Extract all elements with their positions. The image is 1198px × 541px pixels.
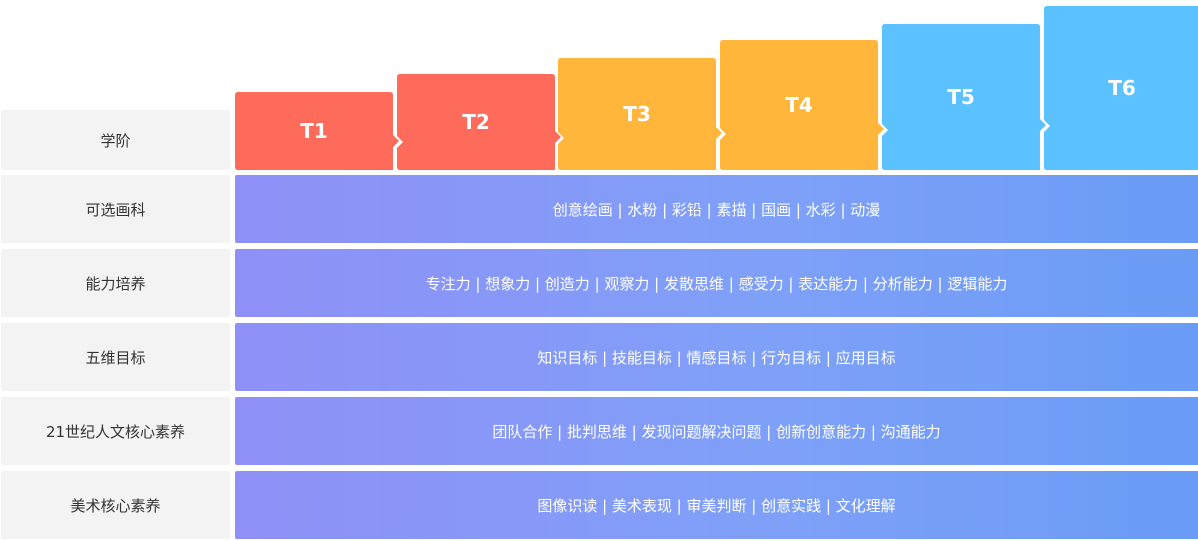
level-step-t6-shape	[1044, 6, 1198, 170]
row-content-art-literacy: 图像识读 | 美术表现 | 审美判断 | 创意实践 | 文化理解	[235, 471, 1198, 539]
level-header-label: 学阶	[1, 110, 230, 170]
level-step-t6-label: T6	[1108, 76, 1136, 100]
row-label-21st-century-literacy: 21世纪人文核心素养	[1, 397, 230, 465]
row-label-five-goals: 五维目标	[1, 323, 230, 391]
row-content-five-goals: 知识目标 | 技能目标 | 情感目标 | 行为目标 | 应用目标	[235, 323, 1198, 391]
level-step-t4-shape	[720, 40, 884, 170]
row-content-abilities: 专注力 | 想象力 | 创造力 | 观察力 | 发散思维 | 感受力 | 表达能…	[235, 249, 1198, 317]
row-label-art-literacy: 美术核心素养	[1, 471, 230, 539]
row-content-subjects: 创意绘画 | 水粉 | 彩铅 | 素描 | 国画 | 水彩 | 动漫	[235, 175, 1198, 243]
level-step-t5-label: T5	[947, 85, 975, 109]
level-step-t6: T6	[1044, 6, 1198, 170]
level-step-t5-shape	[882, 24, 1046, 170]
level-step-t4: T4	[720, 40, 884, 170]
level-step-t1-label: T1	[300, 119, 328, 143]
level-step-t3: T3	[558, 58, 722, 170]
level-step-t4-label: T4	[785, 93, 813, 117]
level-step-t1: T1	[235, 92, 399, 170]
row-label-subjects: 可选画科	[1, 175, 230, 243]
level-staircase: T1 T2 T3 T4 T5 T6	[235, 6, 1198, 170]
level-step-t3-label: T3	[623, 102, 651, 126]
level-step-t3-shape	[558, 58, 722, 170]
level-step-t2-label: T2	[462, 110, 490, 134]
level-step-t2: T2	[397, 74, 561, 170]
level-step-t5: T5	[882, 24, 1046, 170]
level-step-t1-shape	[235, 92, 399, 170]
row-label-abilities: 能力培养	[1, 249, 230, 317]
level-step-t2-shape	[397, 74, 561, 170]
row-content-21st-century-literacy: 团队合作 | 批判思维 | 发现问题解决问题 | 创新创意能力 | 沟通能力	[235, 397, 1198, 465]
